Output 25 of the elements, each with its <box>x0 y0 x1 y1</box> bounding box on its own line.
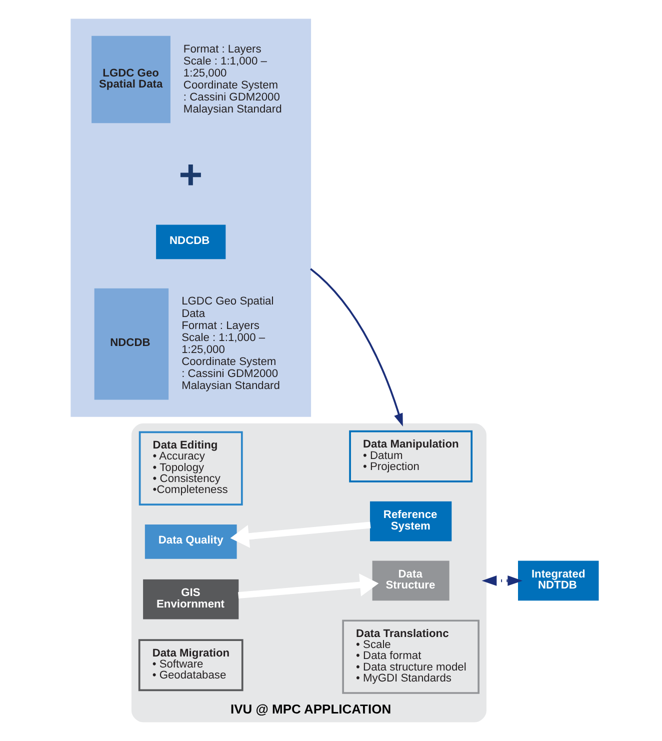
node-box: Data Translationc • Scale • Data format • Data structure model • MyGDI Standards <box>342 620 480 694</box>
node-box: NDCDB <box>156 224 226 260</box>
arrow <box>310 268 403 426</box>
node-box: Integrated NDTDB <box>518 560 599 601</box>
node-box: Reference System <box>370 501 452 542</box>
node-box: Data Editing • Accuracy • Topology • Consistency •Completeness <box>138 431 243 506</box>
node-box: Data Manipulation • Datum • Projection <box>349 430 473 482</box>
arrow <box>482 576 523 586</box>
cluster <box>70 18 312 417</box>
node-label: Scale : 1:1,000 – 1:25,000 <box>183 55 267 80</box>
node-label: Coordinate System : Cassini GDM2000 Malaysian Standard <box>182 356 280 392</box>
arrow <box>238 574 379 599</box>
node-box: NDCDB <box>94 288 169 400</box>
node-box: Data Quality <box>144 524 237 559</box>
node-box: GIS Enviornment <box>143 579 239 620</box>
node-label: LGDC Geo Spatial Data <box>182 296 274 320</box>
node-label: Format : Layers <box>182 320 260 332</box>
node-box: Data Structure <box>372 560 450 601</box>
node-box: Data Migration • Software • Geodatabase <box>138 639 244 692</box>
node-label: Format : Layers <box>183 43 262 56</box>
node-label: Scale : 1:1,000 – 1:25,000 <box>182 332 266 356</box>
node-box: LGDC Geo Spatial Data <box>92 36 170 124</box>
arrow <box>230 522 371 548</box>
label: + <box>178 151 203 198</box>
node-label: Coordinate System : Cassini GDM2000 Malaysian Standard <box>183 79 282 116</box>
